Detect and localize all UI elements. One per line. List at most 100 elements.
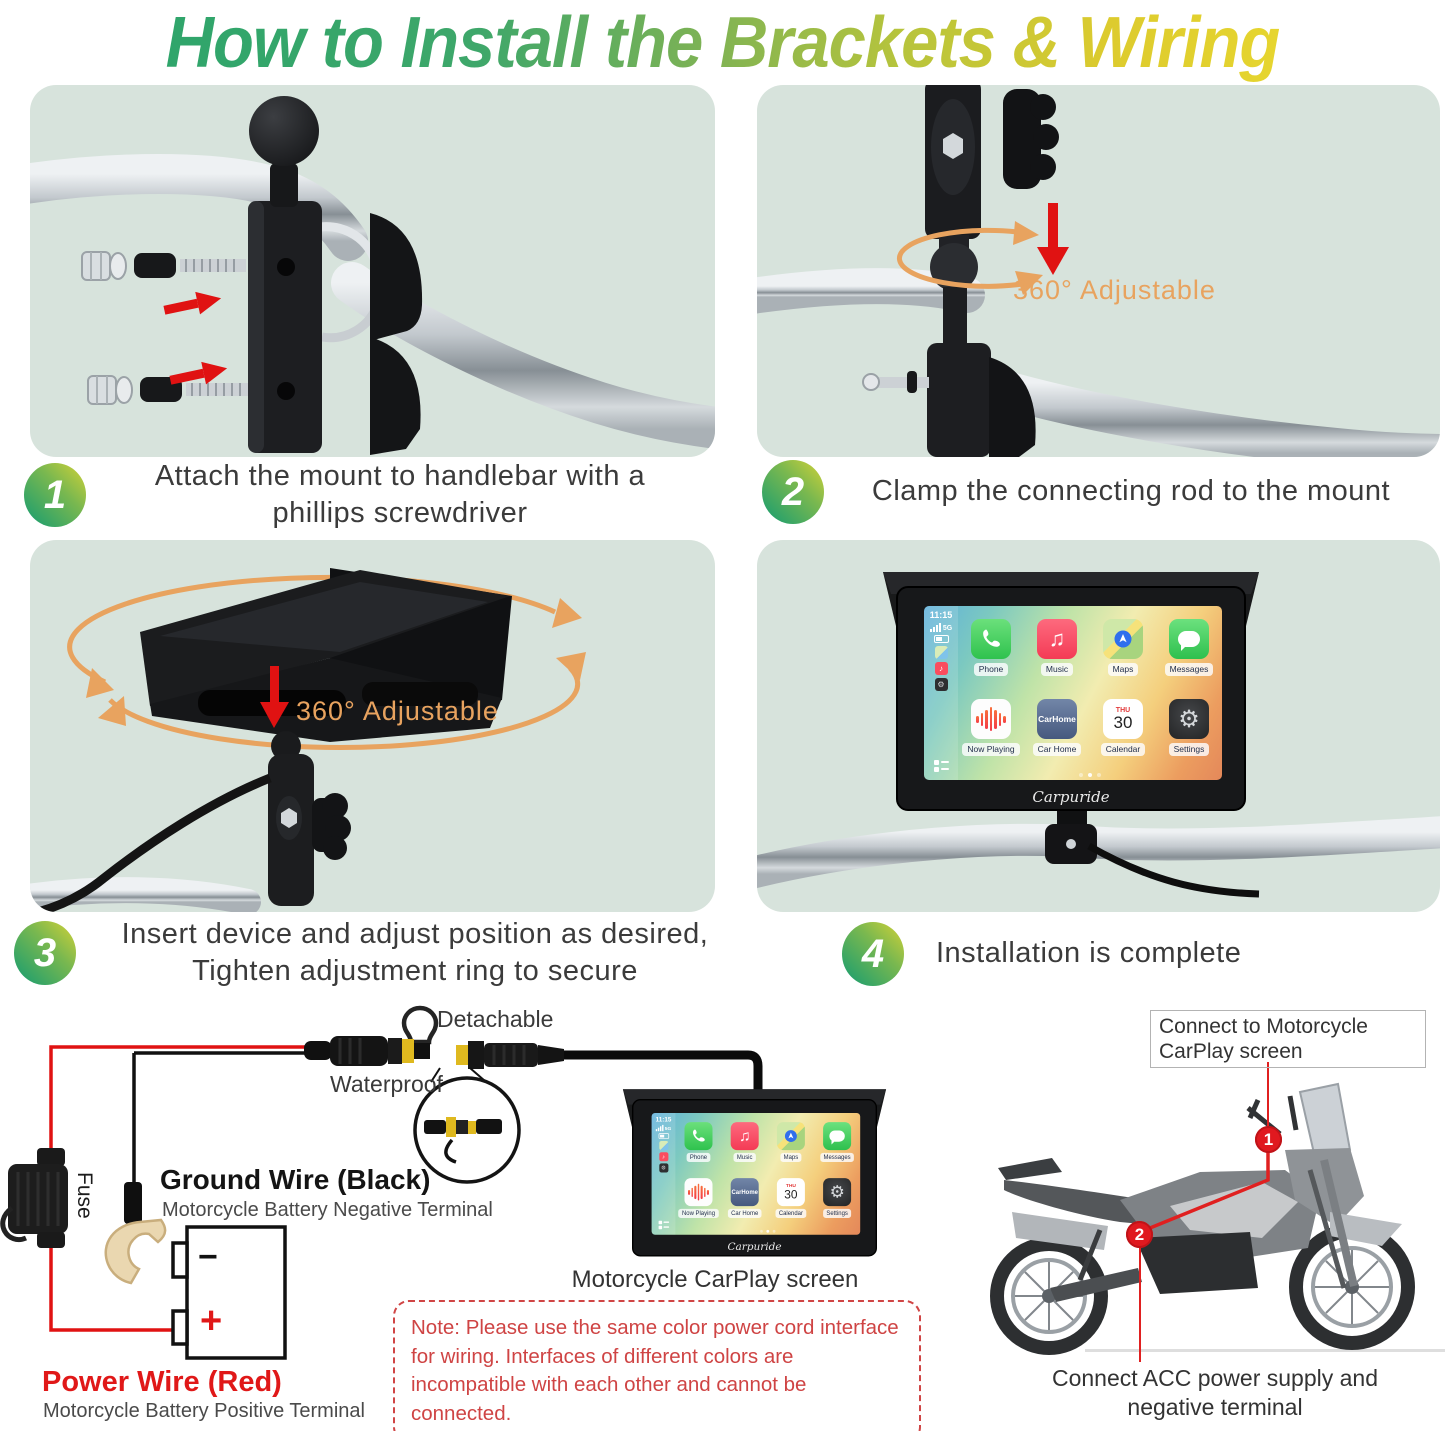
power-wire-subtitle: Motorcycle Battery Positive Terminal — [43, 1400, 365, 1422]
signal-bars-icon — [655, 1124, 664, 1132]
car-home-icon-text: CarHome — [731, 1188, 758, 1196]
power-cable — [1087, 842, 1260, 898]
music-app-icon: ♫ — [730, 1122, 759, 1151]
fuse-holder — [0, 1148, 68, 1248]
settings-app-icon: ⚙ — [823, 1178, 852, 1207]
app-label: Maps — [1107, 663, 1139, 676]
carpuride-logo: Carpuride — [727, 1240, 782, 1253]
step4-text: Installation is complete — [936, 937, 1242, 970]
app-now-playing: Now Playing — [678, 1178, 720, 1219]
connect-acc-callout: Connect ACC power supply and negative te… — [1051, 1365, 1379, 1420]
settings-mini-icon: ⚙ — [658, 1163, 669, 1173]
messages-app-icon — [1169, 619, 1209, 659]
waterproof-label: Waterproof — [330, 1071, 443, 1097]
phone-app-icon — [971, 619, 1011, 659]
app-now-playing: Now Playing — [961, 699, 1021, 757]
maps-app-icon — [776, 1122, 805, 1151]
mount-arm — [268, 731, 351, 906]
step2-caption: 2 Clamp the connecting rod to the mount — [762, 460, 1438, 524]
connector-to-screen — [456, 1041, 763, 1104]
screen-bezel: 11:15 5G ♪ ⚙ Phone — [896, 586, 1246, 811]
app-settings: ⚙ Settings — [816, 1178, 858, 1219]
step2-text: Clamp the connecting rod to the mount — [871, 475, 1391, 508]
battery-positive-sign: + — [200, 1300, 223, 1342]
car-home-icon-text: CarHome — [1038, 714, 1076, 724]
step1-text: Attach the mount to handlebar with a phi… — [154, 460, 646, 530]
step4-caption: 4 Installation is complete — [842, 922, 1342, 986]
music-app-icon: ♫ — [1037, 619, 1077, 659]
app-settings: ⚙ Settings — [1159, 699, 1219, 757]
app-phone: Phone — [961, 619, 1021, 677]
music-mini-icon: ♪ — [934, 662, 948, 675]
battery-icon — [933, 635, 949, 643]
page-dots — [958, 773, 1222, 777]
screw-bottom — [87, 375, 248, 405]
fuse-label: Fuse — [73, 1172, 96, 1219]
ground-wire-title: Ground Wire (Black) — [160, 1164, 431, 1195]
app-messages: Messages — [816, 1122, 858, 1163]
step3-badge: 3 — [14, 921, 76, 986]
step2-badge: 2 — [762, 460, 824, 524]
now-playing-app-icon — [684, 1178, 713, 1207]
screw-top — [81, 251, 246, 281]
carplay-app-grid: Phone ♫ Music Maps Messages — [675, 1114, 860, 1226]
network-label: 5G — [664, 1126, 672, 1132]
motorcycle-illustration — [990, 1082, 1445, 1355]
color-matching-note: Note: Please use the same color power co… — [393, 1300, 921, 1431]
app-label: Music — [733, 1152, 756, 1162]
app-label: Car Home — [1032, 743, 1082, 756]
maps-app-icon — [1103, 619, 1143, 659]
app-label: Phone — [973, 663, 1009, 676]
app-label: Messages — [820, 1152, 855, 1162]
app-label: Calendar — [1100, 743, 1146, 756]
calendar-weekday: THU — [1115, 707, 1131, 715]
power-wire-title: Power Wire (Red) — [42, 1366, 282, 1398]
status-time: 11:15 — [655, 1115, 672, 1123]
app-phone: Phone — [678, 1122, 720, 1163]
red-down-arrow-icon — [260, 666, 289, 728]
app-label: Maps — [780, 1152, 802, 1162]
app-label: Now Playing — [678, 1208, 719, 1218]
app-car-home: CarHome Car Home — [1027, 699, 1087, 757]
app-grid-icon — [658, 1220, 669, 1230]
carplay-sidebar: 11:15 5G ♪ ⚙ — [924, 606, 958, 780]
carplay-screen-large: 11:15 5G ♪ ⚙ Phone — [883, 572, 1259, 821]
maps-mini-icon — [658, 1141, 669, 1151]
app-maps: Maps — [1093, 619, 1153, 677]
carplay-sidebar: 11:15 5G ♪ ⚙ — [651, 1113, 676, 1235]
carplay-screen: 11:15 5G ♪ ⚙ Phone — [924, 606, 1222, 780]
signal-bars-icon — [929, 623, 941, 632]
screen-bezel: 11:15 5G ♪ ⚙ Phone — [632, 1099, 877, 1257]
app-music: ♫ Music — [724, 1122, 766, 1163]
status-time: 11:15 — [929, 610, 953, 620]
calendar-app-icon: THU 30 — [776, 1178, 805, 1207]
maps-mini-icon — [934, 646, 948, 659]
signal-indicator: 5G — [655, 1124, 672, 1132]
calendar-app-icon: THU 30 — [1103, 699, 1143, 739]
phone-app-icon — [684, 1122, 713, 1151]
cradle-adjust-illustration — [30, 568, 586, 912]
carplay-screen: 11:15 5G ♪ ⚙ Phone — [651, 1113, 861, 1235]
messages-app-icon — [823, 1122, 852, 1151]
detachable-label: Detachable — [437, 1006, 554, 1032]
app-calendar: THU 30 Calendar — [770, 1178, 812, 1219]
app-messages: Messages — [1159, 619, 1219, 677]
calendar-weekday: THU — [785, 1183, 796, 1189]
red-down-arrow-icon — [1037, 203, 1069, 275]
settings-mini-icon: ⚙ — [934, 678, 948, 691]
ring-terminal — [104, 1182, 167, 1285]
rotation-arrow-icon — [896, 221, 1043, 295]
wiring-diagram — [0, 1005, 1445, 1362]
red-arrow-top-icon — [163, 291, 222, 315]
settings-app-icon: ⚙ — [1169, 699, 1209, 739]
carplay-screen-label: Motorcycle CarPlay screen — [571, 1266, 859, 1293]
app-label: Music — [1040, 663, 1074, 676]
device-cradle — [140, 568, 512, 742]
adjustable-label: 360° Adjustable — [296, 696, 499, 726]
page-dots — [675, 1229, 860, 1233]
app-car-home: CarHome Car Home — [724, 1178, 766, 1219]
network-label: 5G — [942, 625, 953, 632]
battery-negative-sign: − — [198, 1238, 218, 1276]
step4-badge: 4 — [842, 922, 904, 986]
step1-badge: 1 — [24, 463, 86, 528]
